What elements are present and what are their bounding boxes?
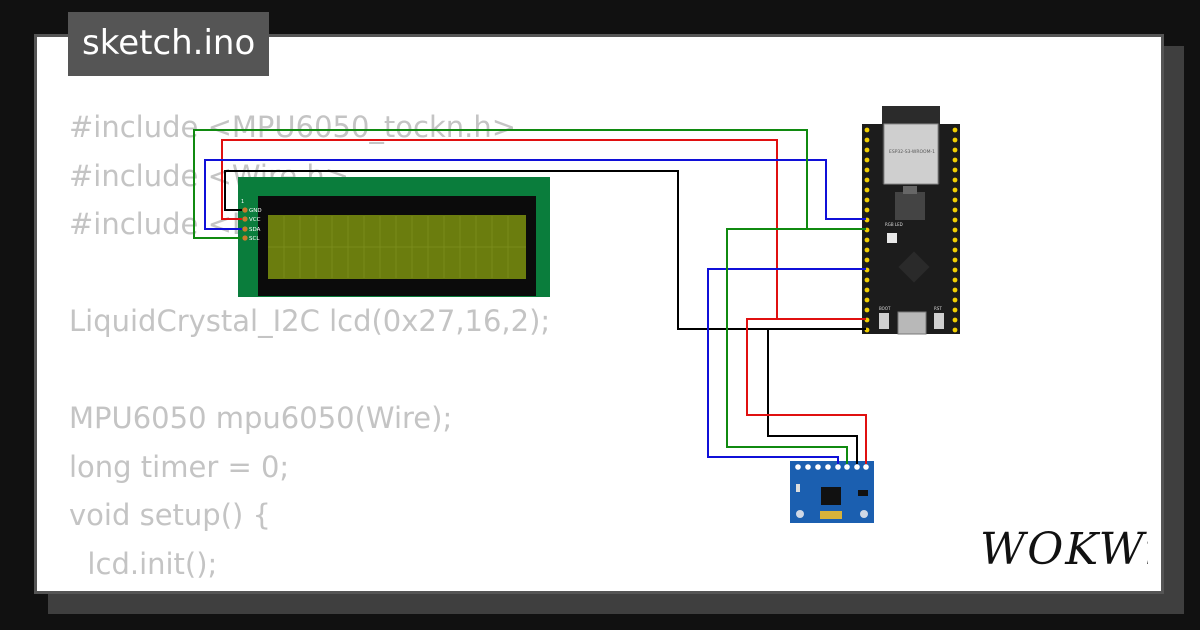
wire-gnd-mpu — [767, 328, 866, 464]
lcd-pin-scl-label: SCL — [249, 236, 260, 242]
lcd-pin-vcc-label: VCC — [249, 217, 261, 223]
lcd-display[interactable]: 1 GND VCC SDA SCL — [238, 177, 550, 297]
code-line: void setup() { — [69, 498, 271, 532]
wire-scl-mpu — [726, 228, 866, 464]
esp32-board[interactable]: ESP32-S3-WROOM-1 RGB LED BOOT RST — [862, 106, 960, 335]
boot-label: BOOT — [879, 306, 891, 311]
wire-gnd-lcd — [224, 170, 866, 330]
mpu6050-label-pad — [820, 511, 842, 519]
rgb-led-label: RGB LED — [885, 222, 903, 227]
mpu6050-module[interactable] — [790, 461, 874, 523]
code-line: long timer = 0; — [69, 449, 290, 484]
mpu6050-chip — [821, 487, 841, 505]
esp32-pins-right — [952, 127, 958, 333]
usb-port — [897, 311, 927, 335]
esp32-chip-label: ESP32-S3-WROOM-1 — [889, 149, 935, 155]
file-title: sketch.ino — [68, 12, 270, 76]
mpu6050-pins — [795, 464, 869, 470]
wire-vcc-mpu — [746, 318, 867, 464]
code-line: lcd.init(); — [69, 546, 218, 581]
lcd-pin-sda-label: SDA — [249, 227, 261, 233]
wokwi-logo: WOKWi — [980, 526, 1148, 574]
wire-sda-mpu — [707, 268, 866, 464]
reset-button[interactable] — [934, 313, 944, 329]
esp32-regulator — [895, 192, 925, 220]
wires — [193, 129, 867, 464]
wokwi-logo-text: WOKWi — [980, 526, 1148, 574]
esp32-shield-can — [883, 123, 939, 185]
rgb-led — [887, 233, 897, 243]
lcd-char-grid — [268, 216, 526, 278]
lcd-pin-gnd-label: GND — [249, 208, 262, 214]
code-line: LiquidCrystal_I2C lcd(0x27,16,2); — [69, 304, 551, 338]
boot-button[interactable] — [879, 313, 889, 329]
lcd-pin-header: 1 GND VCC SDA SCL — [241, 199, 262, 242]
code-line: #include <MPU6050_tockn.h> — [69, 110, 517, 144]
code-line: MPU6050 mpu6050(Wire); — [69, 401, 453, 435]
reset-label: RST — [934, 306, 942, 311]
lcd-pin-1-label: 1 — [241, 199, 244, 205]
wire-sda-lcd — [204, 159, 866, 230]
